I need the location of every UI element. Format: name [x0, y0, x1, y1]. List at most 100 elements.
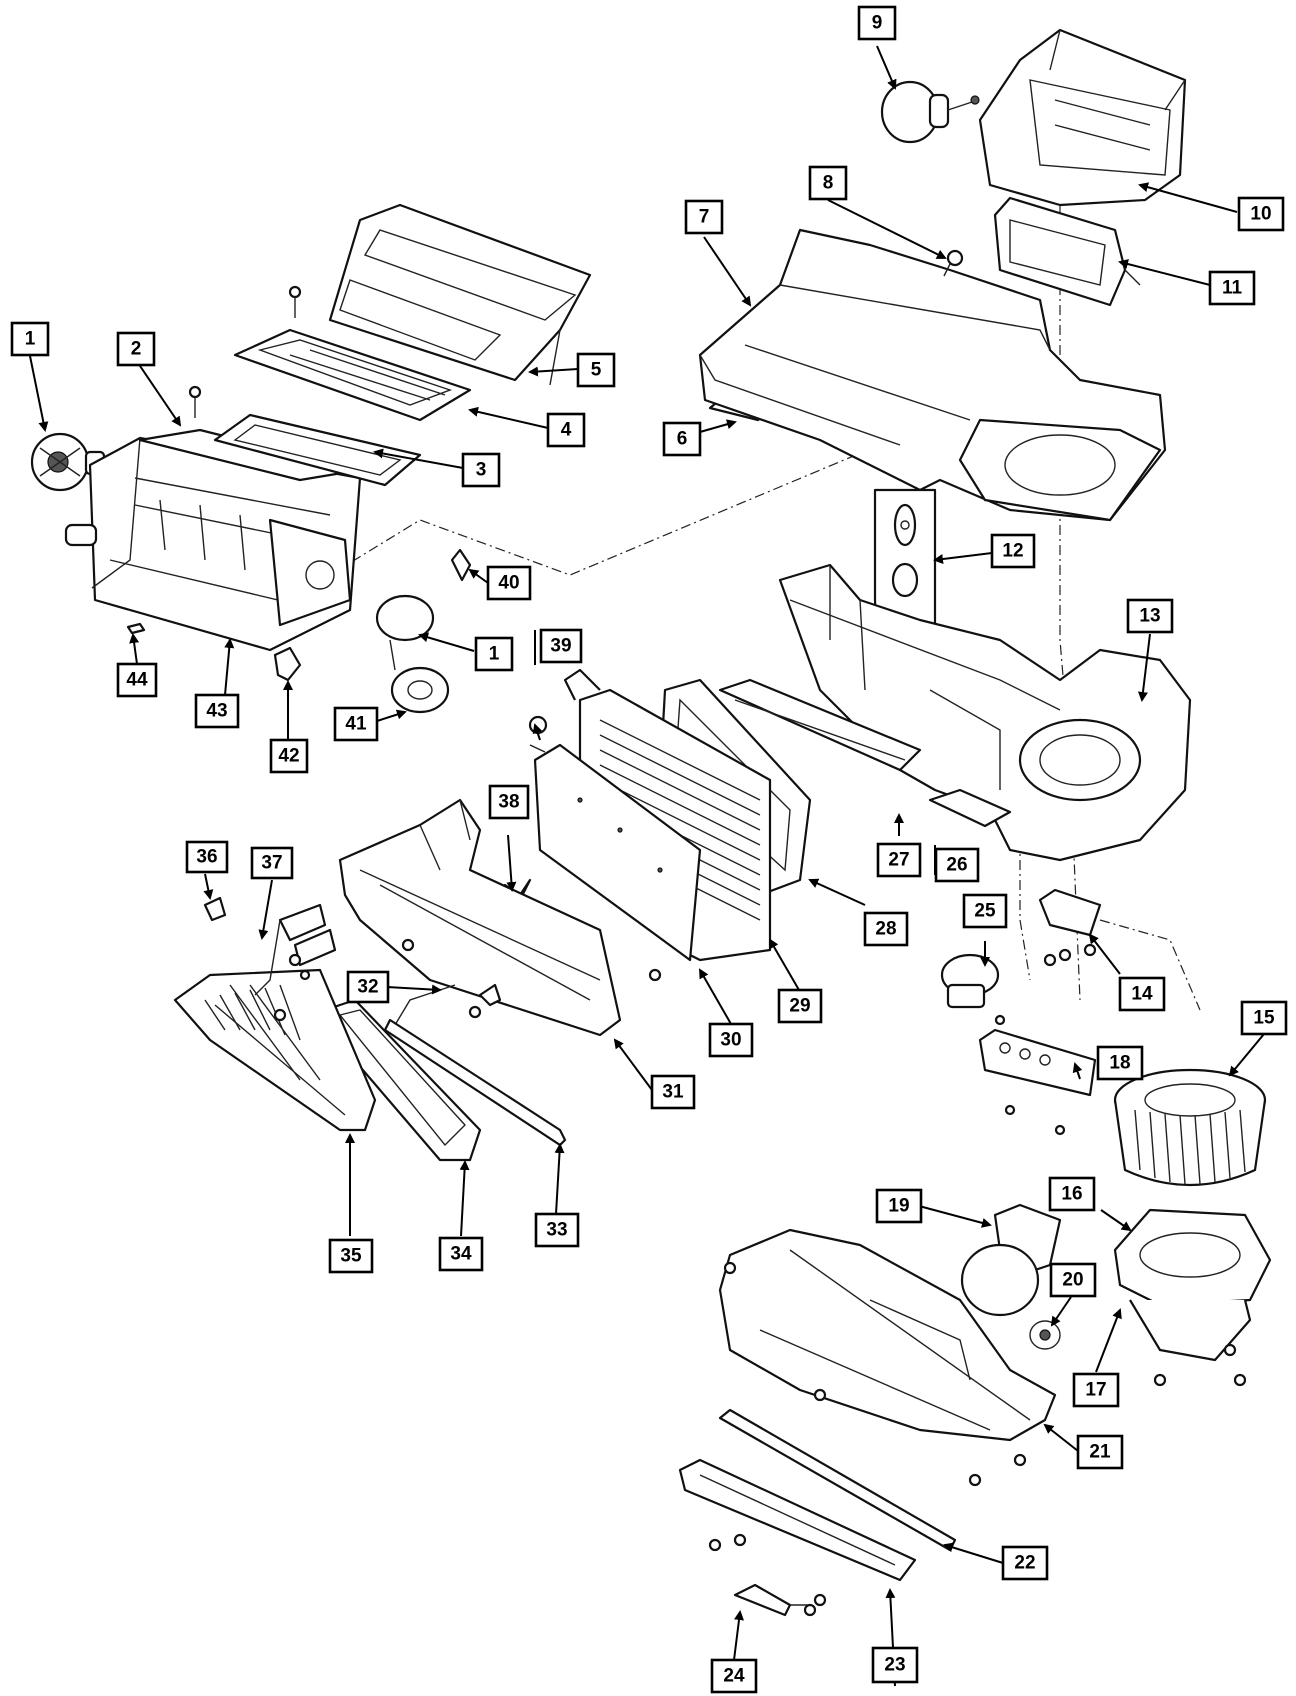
callout-14: 14 [1118, 976, 1166, 1012]
callout-30: 30 [708, 1022, 754, 1058]
callout-label: 7 [699, 207, 710, 228]
callout-label: 13 [1139, 606, 1160, 627]
module-part [978, 1028, 1097, 1136]
callout-35: 35 [328, 1238, 374, 1274]
callout-5: 5 [576, 352, 616, 388]
callout-38: 38 [488, 784, 530, 820]
callout-label: 29 [789, 996, 810, 1017]
callout-label: 1 [25, 329, 36, 350]
callout-2: 2 [116, 331, 156, 367]
lower-case-part [338, 798, 622, 1037]
callout-label: 38 [498, 792, 519, 813]
callout-39: 39 [539, 628, 583, 664]
callout-33: 33 [534, 1212, 580, 1248]
callout-label: 11 [1222, 278, 1243, 299]
callout-label: 5 [591, 360, 602, 381]
callout-label: 43 [206, 701, 227, 722]
clip-part [943, 249, 964, 277]
callout-20: 20 [1049, 1262, 1097, 1298]
heater-core-part [173, 968, 377, 1132]
callout-label: 1 [489, 644, 500, 665]
callout-22: 22 [1001, 1545, 1049, 1581]
callout-label: 12 [1002, 541, 1023, 562]
actuator-25-part [940, 953, 1006, 1026]
housing-case-part [64, 436, 362, 652]
callout-label: 27 [888, 850, 909, 871]
callout-23: 23 [871, 1646, 919, 1684]
callout-19: 19 [875, 1188, 923, 1224]
motor-mount-parts [960, 1203, 1062, 1350]
callout-18: 18 [1096, 1045, 1144, 1081]
blower-motor-part [1113, 1208, 1272, 1387]
blower-housing-part [778, 563, 1192, 862]
actuator-motor-mid-part [375, 594, 450, 714]
callout-leaders [29, 45, 1265, 1687]
small-fitting-parts [126, 622, 302, 682]
callout-11: 11 [1208, 270, 1256, 306]
callout-label: 8 [823, 173, 834, 194]
callout-40: 40 [486, 565, 532, 601]
callout-29: 29 [777, 988, 823, 1024]
rod-part [718, 1408, 957, 1552]
callout-28: 28 [863, 911, 909, 947]
blower-wheel-part [1113, 1068, 1267, 1187]
callout-21: 21 [1076, 1434, 1124, 1470]
callout-42: 42 [269, 738, 309, 774]
callout-label: 34 [450, 1244, 472, 1265]
callout-32: 32 [346, 970, 390, 1004]
callout-36: 36 [185, 840, 229, 874]
callout-16: 16 [1048, 1176, 1096, 1212]
duct-cover-part [328, 203, 592, 386]
callout-17: 17 [1072, 1372, 1120, 1408]
grille-assembly-part [233, 285, 472, 422]
callout-label: 15 [1253, 1008, 1275, 1029]
callout-label: 33 [546, 1220, 567, 1241]
lower-duct-part [678, 1458, 917, 1582]
callout-25: 25 [962, 893, 1008, 929]
callout-label: 22 [1014, 1553, 1035, 1574]
callout-label: 26 [946, 855, 967, 876]
callout-label: 9 [872, 13, 883, 34]
callout-label: 21 [1089, 1442, 1111, 1463]
callout-1-upper: 1 [10, 321, 50, 357]
tube-parts [383, 983, 567, 1147]
callout-label: 42 [278, 746, 299, 767]
callout-label: 2 [131, 339, 142, 360]
callout-label: 36 [196, 847, 217, 868]
callout-label: 40 [498, 573, 519, 594]
bracket-24-part [733, 1583, 827, 1617]
actuator-motor-top-part [880, 80, 980, 144]
plenum-duct-part [698, 228, 1167, 522]
resistor-part [1038, 888, 1102, 967]
callout-label: 3 [476, 460, 487, 481]
callout-label: 35 [340, 1246, 362, 1267]
callout-12: 12 [990, 533, 1036, 569]
core-plate-part [533, 743, 702, 982]
callout-label: 4 [561, 420, 572, 441]
callout-34: 34 [438, 1236, 484, 1272]
callout-label: 32 [357, 977, 378, 998]
callout-label: 23 [884, 1655, 905, 1676]
callout-7: 7 [684, 199, 724, 235]
callout-8: 8 [808, 165, 848, 201]
callout-label: 44 [126, 670, 148, 691]
callout-label: 37 [261, 853, 282, 874]
callout-label: 10 [1250, 204, 1271, 225]
clip-40-part [450, 548, 472, 582]
filter-frame-part [993, 196, 1141, 307]
callout-label: 17 [1085, 1380, 1106, 1401]
callout-label: 28 [875, 919, 896, 940]
callout-label: 24 [723, 1666, 745, 1687]
door-frame-part [213, 413, 422, 487]
callout-label: 25 [974, 901, 996, 922]
callout-15: 15 [1240, 1000, 1288, 1036]
callout-13: 13 [1126, 598, 1174, 634]
callout-6: 6 [662, 421, 702, 457]
seal-rail-parts [718, 678, 1012, 828]
callout-4: 4 [546, 412, 586, 448]
callout-26: 26 [934, 847, 980, 883]
callout-31: 31 [650, 1074, 696, 1110]
callout-label: 41 [345, 714, 367, 735]
callout-24: 24 [710, 1658, 758, 1694]
